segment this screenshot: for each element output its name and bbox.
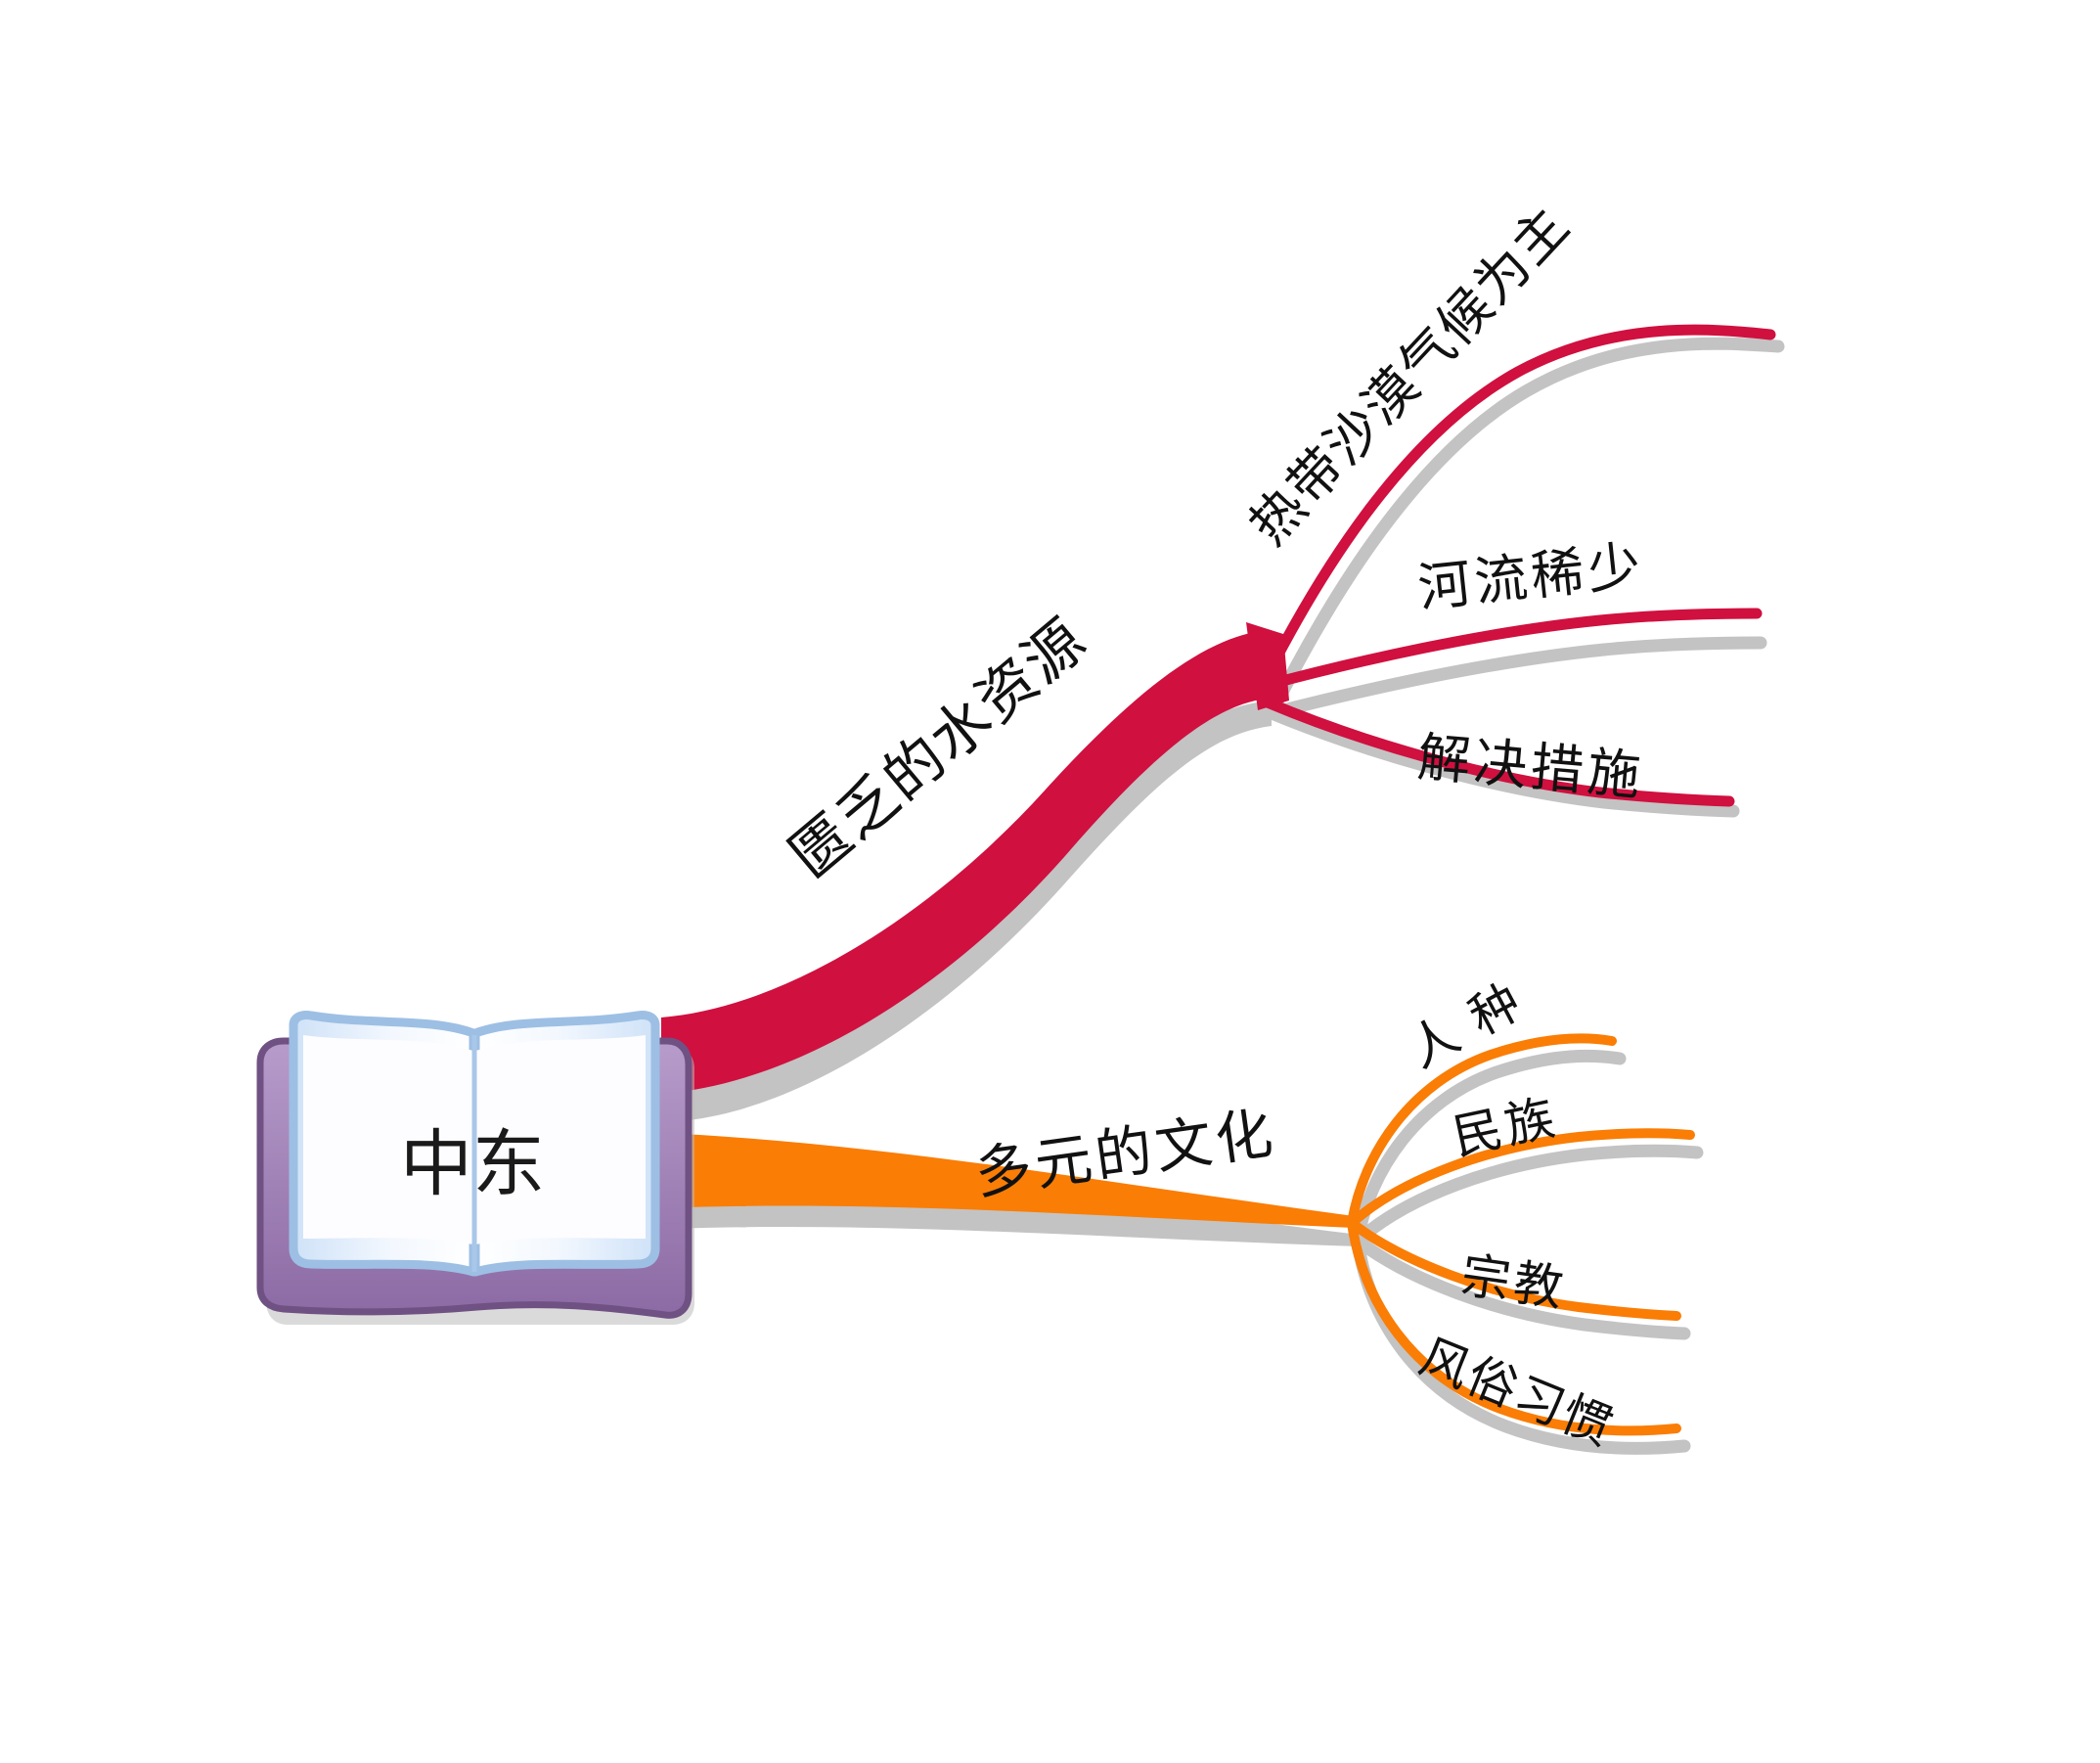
- measures-shadow: [1265, 706, 1740, 818]
- book-sheet-right: [475, 1035, 646, 1244]
- root-node[interactable]: 中东: [256, 1011, 694, 1325]
- branch-layer: [661, 324, 1776, 1436]
- branch-water-child-measures[interactable]: [1262, 697, 1735, 807]
- label-layer: 匮乏的水资源 热带沙漠气候为主 河流稀少 解决措施 多元的文化 人 种 民族 宗…: [779, 196, 1647, 1456]
- branch-culture-child-customs[interactable]: [1347, 1218, 1681, 1436]
- climate-shadow: [1265, 337, 1785, 720]
- branch-water-child-rivers[interactable]: [1262, 608, 1763, 691]
- shadow-layer: [671, 337, 1785, 1455]
- religion-shadow: [1351, 1234, 1691, 1340]
- branch-water-trunk[interactable]: [661, 630, 1268, 1094]
- water-trunk-shadow: [671, 701, 1272, 1121]
- race-shadow: [1351, 1049, 1627, 1247]
- label-rivers: 河流稀少: [1415, 536, 1647, 618]
- branch-culture-child-race[interactable]: [1347, 1033, 1617, 1228]
- label-measures: 解决措施: [1415, 728, 1646, 806]
- book-sheet-left: [303, 1035, 473, 1244]
- ethnicity-shadow: [1351, 1144, 1704, 1247]
- branch-culture-trunk[interactable]: [661, 1133, 1354, 1228]
- rivers-shadow: [1265, 636, 1767, 720]
- branch-water-child-climate[interactable]: [1262, 324, 1776, 681]
- root-label: 中东: [400, 1125, 545, 1205]
- branch-water-fork: [1246, 622, 1289, 710]
- branch-culture-child-ethnicity[interactable]: [1347, 1128, 1695, 1228]
- label-religion: 宗教: [1457, 1247, 1570, 1316]
- branch-culture-child-religion[interactable]: [1347, 1218, 1681, 1321]
